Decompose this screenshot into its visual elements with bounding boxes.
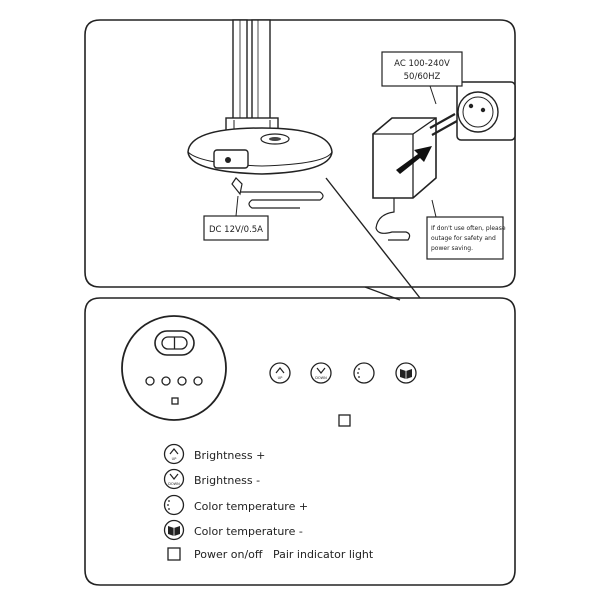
legend-down-icon-text: DOWN — [168, 482, 180, 486]
pad-cool-button[interactable] — [193, 376, 203, 386]
pad-up-button[interactable] — [145, 376, 155, 386]
note-line-1: If don't use often, please — [431, 225, 506, 232]
lamp-base — [187, 127, 333, 175]
brightness-up-button[interactable]: UP — [269, 362, 291, 384]
button-row: UP DOWN — [269, 362, 417, 384]
plug-in-arrow-icon — [396, 146, 432, 174]
legend: UP Brightness + DOWN Brightness - Color … — [163, 443, 374, 561]
square-indicator-icon — [167, 547, 181, 561]
color-temp-up-button[interactable] — [353, 362, 375, 384]
adapter-voltage-label: AC 100-240V — [394, 59, 450, 69]
up-arrow-icon — [169, 448, 179, 455]
top-panel: DC 12V/0.5A AC 100-240V 50/60HZ — [84, 19, 516, 301]
note-line-3: power saving. — [431, 245, 473, 252]
legend-item-brightness-down: DOWN Brightness - — [163, 468, 260, 490]
down-icon-text: DOWN — [315, 376, 327, 380]
legend-label-brightness-down: Brightness - — [194, 474, 260, 487]
power-adapter — [372, 113, 458, 241]
up-icon-text: UP — [278, 376, 283, 380]
legend-item-brightness-up: UP Brightness + — [163, 443, 265, 465]
adapter-label-box: AC 100-240V 50/60HZ — [381, 51, 463, 105]
pad-indicator-light — [171, 397, 179, 405]
dc-label: DC 12V/0.5A — [209, 225, 263, 235]
bottom-panel: UP DOWN — [84, 297, 516, 586]
pad-warm-button[interactable] — [177, 376, 187, 386]
up-arrow-icon — [275, 367, 285, 374]
legend-up-icon-text: UP — [172, 457, 177, 461]
zoom-line-right — [325, 177, 421, 299]
dc-cable — [231, 177, 324, 209]
adapter-frequency-label: 50/60HZ — [404, 72, 441, 82]
down-arrow-icon — [316, 367, 326, 374]
pad-down-button[interactable] — [161, 376, 171, 386]
control-pad — [121, 315, 227, 421]
pair-indicator-light — [338, 414, 351, 427]
legend-label-color-temp-down: Color temperature - — [194, 525, 303, 538]
note-box: If don't use often, please outage for sa… — [426, 199, 506, 260]
brightness-down-button[interactable]: DOWN — [310, 362, 332, 384]
dc-jack-icon — [225, 157, 231, 163]
legend-item-power-pair: Power on/off Pair indicator light — [167, 547, 374, 561]
legend-label-power-pair: Power on/off Pair indicator light — [194, 548, 374, 561]
legend-item-color-temp-up: Color temperature + — [163, 494, 308, 516]
note-line-2: outage for safety and — [431, 235, 496, 242]
wall-socket — [456, 81, 516, 141]
down-arrow-icon — [169, 473, 179, 480]
legend-item-color-temp-down: Color temperature - — [163, 519, 303, 541]
color-temp-down-button[interactable] — [395, 362, 417, 384]
legend-label-color-temp-up: Color temperature + — [194, 500, 308, 513]
dc-label-box: DC 12V/0.5A — [203, 195, 269, 241]
legend-label-brightness-up: Brightness + — [194, 449, 265, 462]
